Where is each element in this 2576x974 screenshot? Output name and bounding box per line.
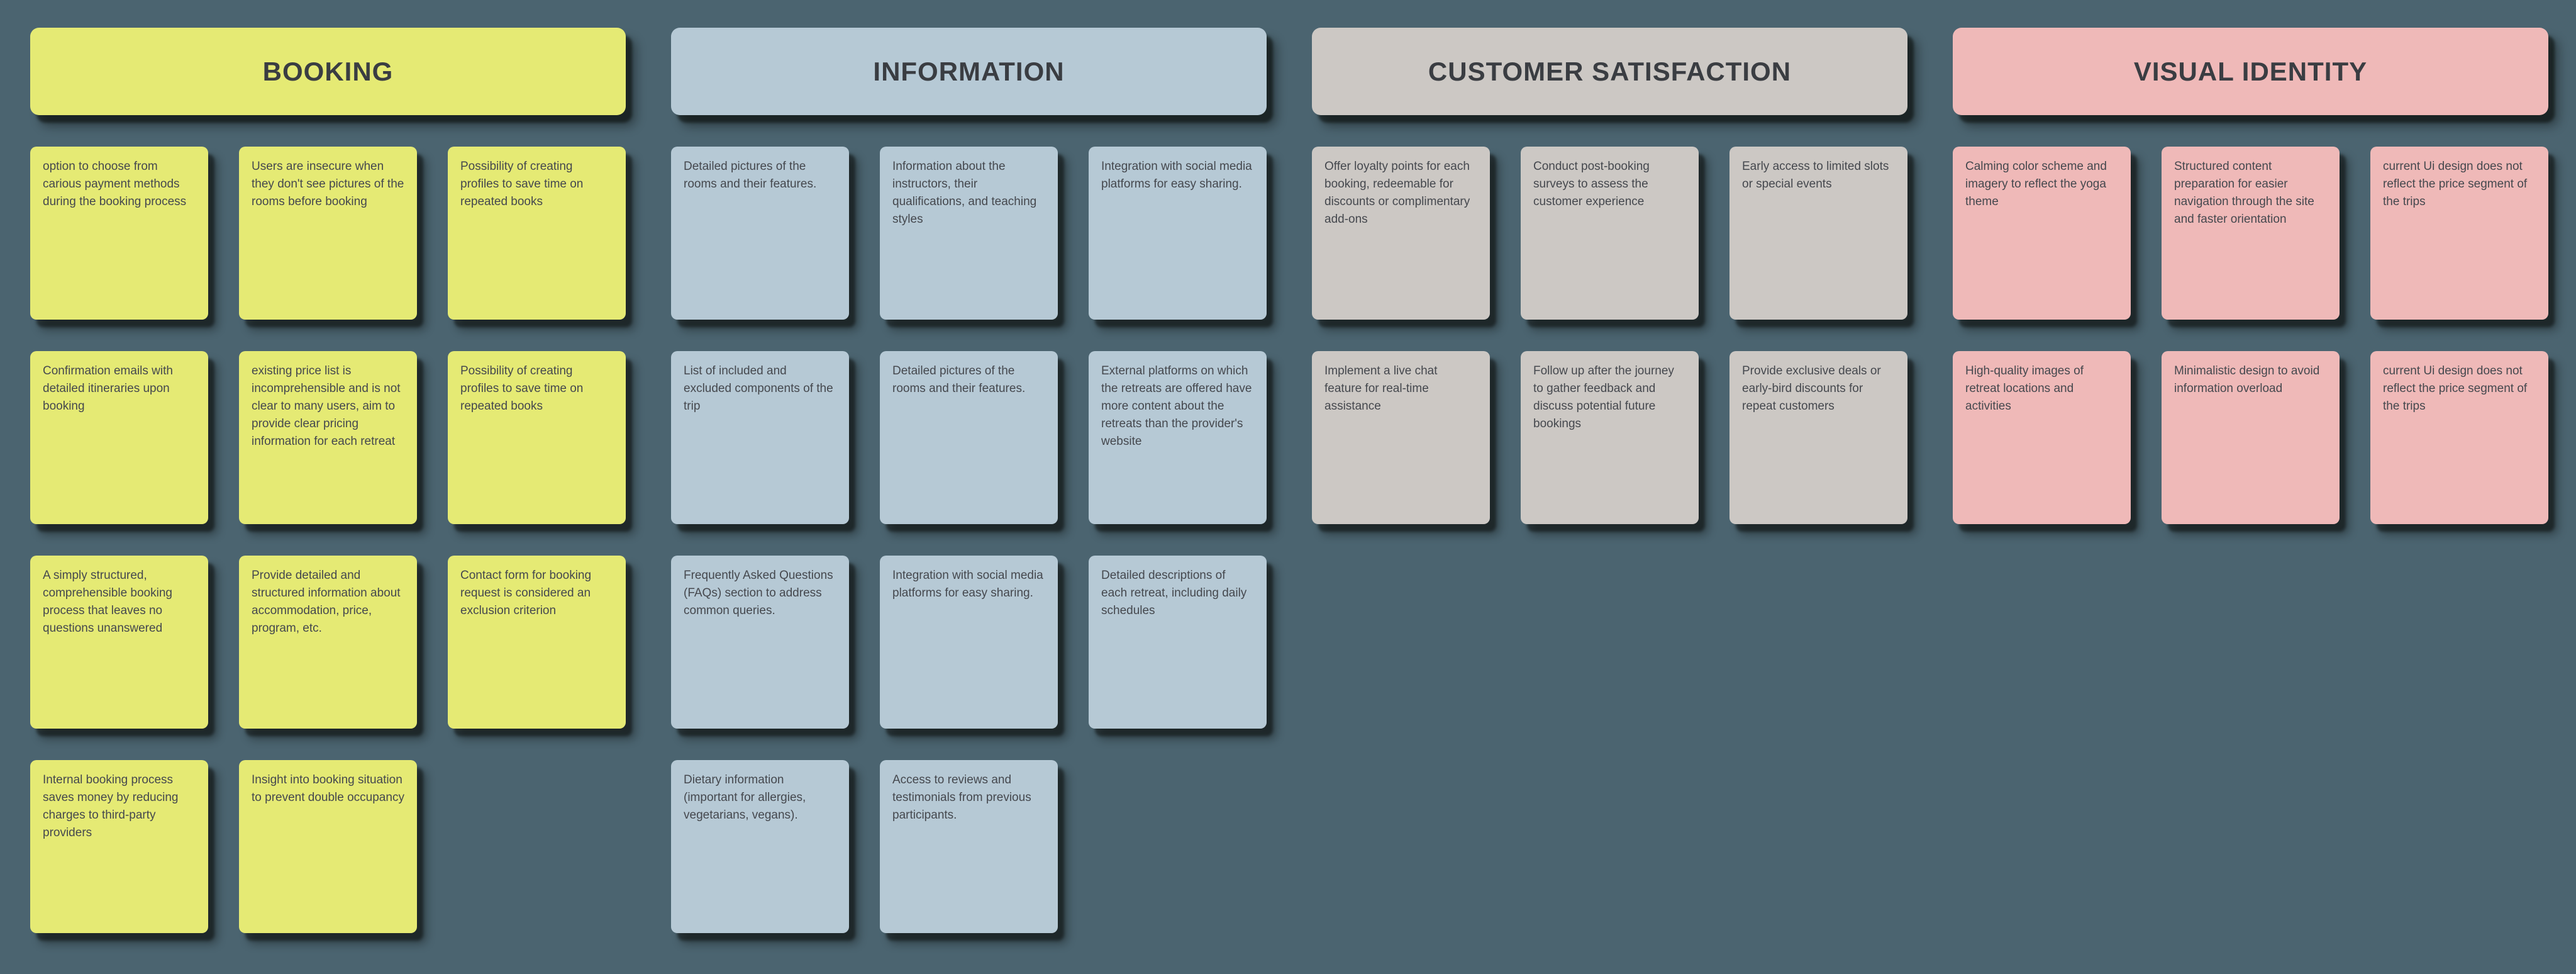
group-header-booking[interactable]: BOOKING	[30, 28, 626, 115]
sticky-note[interactable]: Provide detailed and structured informat…	[239, 556, 417, 729]
sticky-note[interactable]: Contact form for booking request is cons…	[448, 556, 626, 729]
sticky-note[interactable]: Possibility of creating profiles to save…	[448, 351, 626, 524]
sticky-note[interactable]: Provide exclusive deals or early-bird di…	[1729, 351, 1907, 524]
sticky-note-text: Provide exclusive deals or early-bird di…	[1742, 364, 1881, 413]
sticky-note-text: Confirmation emails with detailed itiner…	[43, 364, 173, 413]
sticky-note-text: Follow up after the journey to gather fe…	[1533, 364, 1674, 430]
sticky-note[interactable]: Internal booking process saves money by …	[30, 760, 208, 933]
sticky-note[interactable]: Detailed pictures of the rooms and their…	[880, 351, 1058, 524]
sticky-note-text: Possibility of creating profiles to save…	[460, 364, 584, 413]
sticky-note-text: Calming color scheme and imagery to refl…	[1965, 160, 2107, 208]
sticky-note[interactable]: Detailed descriptions of each retreat, i…	[1089, 556, 1267, 729]
sticky-note[interactable]: Conduct post-booking surveys to assess t…	[1521, 147, 1699, 320]
group-customer-satisfaction: CUSTOMER SATISFACTION Offer loyalty poin…	[1312, 28, 1907, 524]
sticky-note-text: External platforms on which the retreats…	[1101, 364, 1252, 448]
sticky-note-text: Minimalistic design to avoid information…	[2174, 364, 2320, 395]
sticky-note-text: Offer loyalty points for each booking, r…	[1324, 160, 1470, 226]
group-title: VISUAL IDENTITY	[2133, 56, 2368, 86]
group-title: INFORMATION	[873, 56, 1065, 86]
sticky-note[interactable]: Follow up after the journey to gather fe…	[1521, 351, 1699, 524]
sticky-note-text: Information about the instructors, their…	[892, 160, 1037, 226]
sticky-note-text: Frequently Asked Questions (FAQs) sectio…	[684, 569, 833, 617]
group-title: BOOKING	[262, 56, 394, 86]
group-visual-identity: VISUAL IDENTITY Calming color scheme and…	[1953, 28, 2548, 524]
sticky-note[interactable]: Structured content preparation for easie…	[2162, 147, 2340, 320]
sticky-note-text: Dietary information (important for aller…	[684, 773, 806, 822]
sticky-note-text: option to choose from carious payment me…	[43, 160, 187, 208]
sticky-note[interactable]: Access to reviews and testimonials from …	[880, 760, 1058, 933]
sticky-note[interactable]: Calming color scheme and imagery to refl…	[1953, 147, 2131, 320]
group-header-customer-satisfaction[interactable]: CUSTOMER SATISFACTION	[1312, 28, 1907, 115]
sticky-note[interactable]: option to choose from carious payment me…	[30, 147, 208, 320]
sticky-note[interactable]: A simply structured, comprehensible book…	[30, 556, 208, 729]
sticky-note[interactable]: Minimalistic design to avoid information…	[2162, 351, 2340, 524]
group-information: INFORMATION Detailed pictures of the roo…	[671, 28, 1267, 933]
sticky-note-text: Conduct post-booking surveys to assess t…	[1533, 160, 1650, 208]
sticky-note-text: Internal booking process saves money by …	[43, 773, 179, 839]
sticky-note-text: Provide detailed and structured informat…	[252, 569, 401, 635]
sticky-note-text: List of included and excluded components…	[684, 364, 833, 413]
sticky-note-text: current Ui design does not reflect the p…	[2383, 364, 2528, 413]
sticky-note[interactable]: Implement a live chat feature for real-t…	[1312, 351, 1490, 524]
sticky-note-text: Users are insecure when they don't see p…	[252, 160, 404, 208]
sticky-note[interactable]: Offer loyalty points for each booking, r…	[1312, 147, 1490, 320]
group-header-information[interactable]: INFORMATION	[671, 28, 1267, 115]
sticky-note-text: Integration with social media platforms …	[892, 569, 1043, 600]
sticky-note-text: A simply structured, comprehensible book…	[43, 569, 172, 635]
sticky-note[interactable]: Detailed pictures of the rooms and their…	[671, 147, 849, 320]
group-booking: BOOKING option to choose from carious pa…	[30, 28, 626, 933]
sticky-note[interactable]: Insight into booking situation to preven…	[239, 760, 417, 933]
sticky-note[interactable]: Users are insecure when they don't see p…	[239, 147, 417, 320]
sticky-note[interactable]: Early access to limited slots or special…	[1729, 147, 1907, 320]
note-grid: Calming color scheme and imagery to refl…	[1953, 147, 2548, 524]
sticky-note-text: Structured content preparation for easie…	[2174, 160, 2314, 226]
sticky-note-text: current Ui design does not reflect the p…	[2383, 160, 2528, 208]
sticky-note[interactable]: Possibility of creating profiles to save…	[448, 147, 626, 320]
sticky-note[interactable]: Confirmation emails with detailed itiner…	[30, 351, 208, 524]
sticky-note-text: Possibility of creating profiles to save…	[460, 160, 584, 208]
sticky-note[interactable]: External platforms on which the retreats…	[1089, 351, 1267, 524]
group-header-visual-identity[interactable]: VISUAL IDENTITY	[1953, 28, 2548, 115]
sticky-note[interactable]: Frequently Asked Questions (FAQs) sectio…	[671, 556, 849, 729]
sticky-note[interactable]: current Ui design does not reflect the p…	[2370, 147, 2548, 320]
sticky-note[interactable]: Information about the instructors, their…	[880, 147, 1058, 320]
sticky-note-text: Insight into booking situation to preven…	[252, 773, 404, 804]
sticky-note-text: Implement a live chat feature for real-t…	[1324, 364, 1438, 413]
sticky-note-text: Integration with social media platforms …	[1101, 160, 1252, 191]
note-grid: Detailed pictures of the rooms and their…	[671, 147, 1267, 933]
sticky-note-text: Detailed pictures of the rooms and their…	[892, 364, 1026, 395]
sticky-note[interactable]: High-quality images of retreat locations…	[1953, 351, 2131, 524]
group-title: CUSTOMER SATISFACTION	[1428, 56, 1792, 86]
sticky-note-text: Detailed descriptions of each retreat, i…	[1101, 569, 1247, 617]
sticky-note[interactable]: Dietary information (important for aller…	[671, 760, 849, 933]
sticky-note-text: Detailed pictures of the rooms and their…	[684, 160, 817, 191]
sticky-note-text: existing price list is incomprehensible …	[252, 364, 401, 448]
sticky-note[interactable]: current Ui design does not reflect the p…	[2370, 351, 2548, 524]
sticky-note-text: High-quality images of retreat locations…	[1965, 364, 2084, 413]
sticky-note[interactable]: Integration with social media platforms …	[1089, 147, 1267, 320]
sticky-note-text: Contact form for booking request is cons…	[460, 569, 592, 617]
sticky-note[interactable]: existing price list is incomprehensible …	[239, 351, 417, 524]
note-grid: option to choose from carious payment me…	[30, 147, 626, 933]
sticky-note-text: Access to reviews and testimonials from …	[892, 773, 1031, 822]
note-grid: Offer loyalty points for each booking, r…	[1312, 147, 1907, 524]
sticky-note-text: Early access to limited slots or special…	[1742, 160, 1889, 191]
sticky-note[interactable]: Integration with social media platforms …	[880, 556, 1058, 729]
sticky-note[interactable]: List of included and excluded components…	[671, 351, 849, 524]
